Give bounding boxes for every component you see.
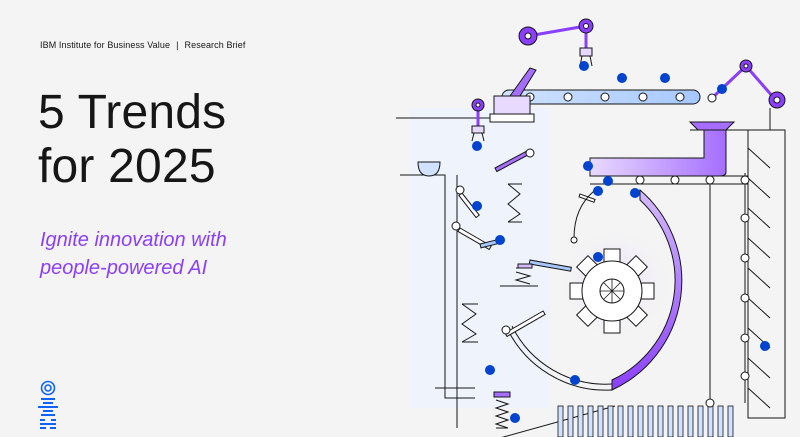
title-line-2: for 2025	[38, 140, 216, 193]
subtitle-line-1: Ignite innovation with	[40, 229, 227, 251]
publisher-separator: |	[176, 40, 179, 50]
ibm-bee-logo-icon	[38, 380, 58, 429]
title-line-1: 5 Trends	[38, 86, 227, 139]
publisher-line: IBM Institute for Business Value | Researc…	[40, 40, 245, 50]
subtitle-line-2: people-powered AI	[40, 257, 208, 279]
document-type: Research Brief	[184, 40, 246, 50]
publisher-name: IBM Institute for Business Value	[40, 40, 171, 50]
ai-machine-illustration-icon	[396, 18, 786, 437]
page-title: 5 Trends for 2025	[38, 86, 358, 194]
page-subtitle: Ignite innovation with people-powered AI	[40, 226, 340, 282]
